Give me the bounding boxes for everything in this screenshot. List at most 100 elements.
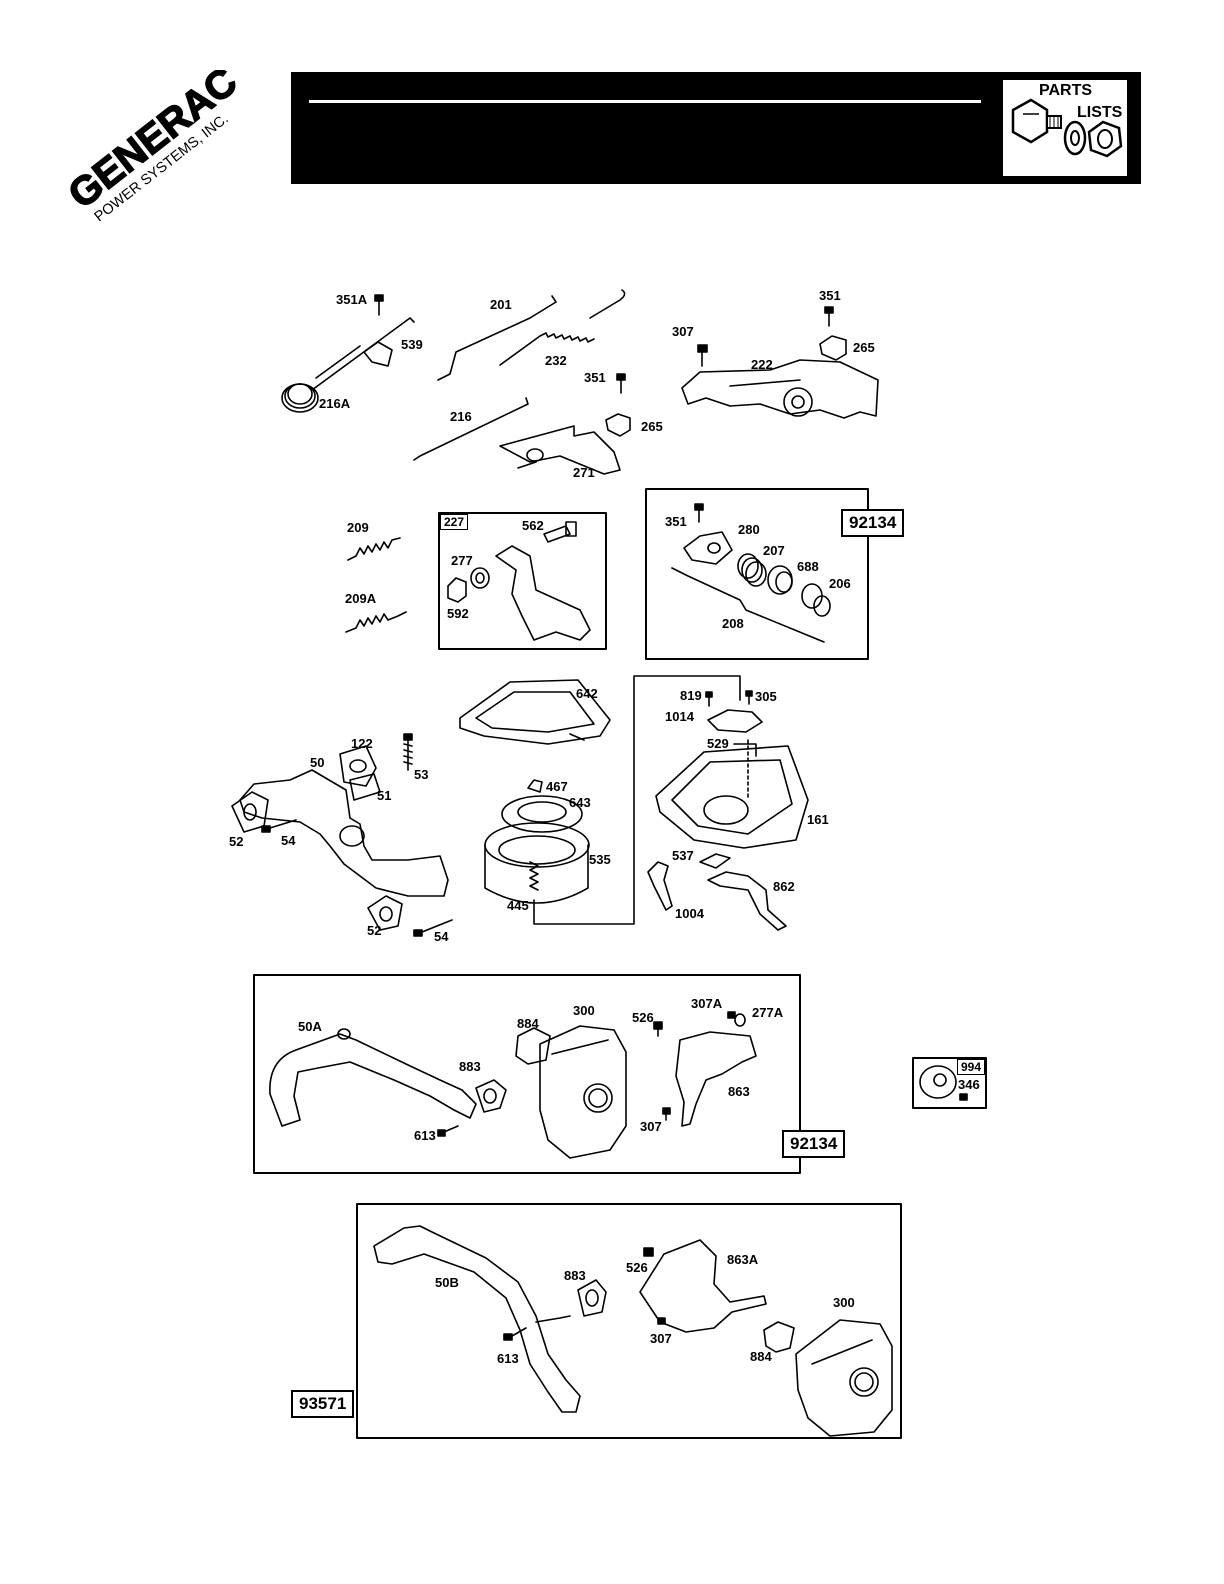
callout-307: 307 xyxy=(672,324,694,339)
group-93571-frame xyxy=(356,1203,902,1439)
callout-232: 232 xyxy=(545,353,567,368)
callout-93571-box: 93571 xyxy=(291,1390,355,1418)
callout-52: 52 xyxy=(367,923,382,938)
callout-52: 52 xyxy=(229,834,244,849)
part-526-screw-b xyxy=(643,1247,654,1257)
callout-122: 122 xyxy=(351,736,373,751)
part-208-rod xyxy=(671,567,825,643)
callout-208: 208 xyxy=(722,616,744,631)
part-467-nut xyxy=(527,779,543,793)
callout-592: 592 xyxy=(447,606,469,621)
part-539-clip xyxy=(363,341,393,367)
callout-688: 688 xyxy=(797,559,819,574)
callout-526: 526 xyxy=(632,1010,654,1025)
part-222-bracket xyxy=(681,359,879,419)
callout-613: 613 xyxy=(414,1128,436,1143)
part-54-bolt-a xyxy=(261,819,297,833)
part-201-rod xyxy=(437,295,557,381)
part-280-bracket xyxy=(683,531,733,565)
part-642-cover xyxy=(459,679,611,745)
part-884-clamp-a xyxy=(515,1027,551,1065)
part-863-bracket xyxy=(675,1031,757,1127)
part-161-base xyxy=(655,739,809,849)
generac-logo-graphic: GENERAC POWER SYSTEMS, INC. xyxy=(60,59,246,226)
part-613-bolt-b xyxy=(503,1327,527,1341)
callout-227-box: 227 xyxy=(440,514,469,530)
callout-862: 862 xyxy=(773,879,795,894)
part-862-bracket xyxy=(707,871,787,931)
part-305-screw xyxy=(745,690,753,705)
callout-1004: 1004 xyxy=(675,906,704,921)
part-643-plate xyxy=(501,795,583,833)
callout-53: 53 xyxy=(414,767,429,782)
part-883-gasket-a xyxy=(475,1079,507,1113)
part-277A-washer xyxy=(734,1013,746,1027)
part-351-screw-c xyxy=(694,503,704,523)
part-50B-pipe xyxy=(373,1225,581,1413)
callout-535: 535 xyxy=(589,852,611,867)
callout-351: 351 xyxy=(665,514,687,529)
callout-271: 271 xyxy=(573,465,595,480)
callout-883: 883 xyxy=(459,1059,481,1074)
part-300-muffler-b xyxy=(795,1319,893,1437)
callout-207: 207 xyxy=(763,543,785,558)
part-52-gasket-a xyxy=(231,791,269,833)
part-307-screw-a xyxy=(697,344,708,367)
part-562-bolt xyxy=(543,521,577,543)
callout-467: 467 xyxy=(546,779,568,794)
lists-icon-text: LISTS xyxy=(1077,104,1123,121)
part-884-clamp-b xyxy=(763,1321,795,1353)
part-50A-pipe xyxy=(269,1028,477,1127)
part-300-muffler-a xyxy=(539,1025,627,1159)
part-207-spring xyxy=(737,553,767,587)
group-994-frame xyxy=(912,1057,987,1109)
callout-539: 539 xyxy=(401,337,423,352)
callout-265: 265 xyxy=(853,340,875,355)
callout-346: 346 xyxy=(958,1077,980,1092)
part-277-washer xyxy=(470,567,490,589)
group-92134-frame-a xyxy=(645,488,869,660)
part-307-screw-b xyxy=(662,1107,671,1121)
callout-445: 445 xyxy=(507,898,529,913)
part-209A-spring xyxy=(345,611,407,633)
part-994-guard xyxy=(919,1065,957,1099)
callout-883: 883 xyxy=(564,1268,586,1283)
part-209-spring xyxy=(347,537,401,561)
group-227-frame xyxy=(438,512,607,650)
part-346-screw xyxy=(959,1093,968,1101)
part-54-bolt-b xyxy=(413,919,453,937)
callout-265: 265 xyxy=(641,419,663,434)
callout-643: 643 xyxy=(569,795,591,810)
part-52-gasket-b xyxy=(367,895,403,931)
callout-863A: 863A xyxy=(727,1252,759,1267)
callout-54: 54 xyxy=(281,833,296,848)
callout-884: 884 xyxy=(750,1349,772,1364)
header-bar: PARTS LISTS xyxy=(291,72,1141,184)
part-688-bushing xyxy=(767,565,793,595)
bolt-washer-nut-icon xyxy=(1011,98,1123,158)
part-529-link xyxy=(733,743,757,757)
part-307A-screw xyxy=(727,1011,736,1019)
part-232-spring xyxy=(499,289,626,366)
part-307-screw-c xyxy=(657,1317,666,1325)
callout-351: 351 xyxy=(584,370,606,385)
part-883-gasket-b xyxy=(577,1279,607,1317)
part-51-gasket xyxy=(349,773,381,801)
callout-300: 300 xyxy=(573,1003,595,1018)
callout-994-box: 994 xyxy=(957,1059,986,1075)
part-265-clip-a xyxy=(605,413,631,437)
callout-92134-box: 92134 xyxy=(782,1130,846,1158)
part-216A-spring-link xyxy=(281,317,415,413)
callout-222: 222 xyxy=(751,357,773,372)
part-216-rod xyxy=(413,397,529,461)
part-1014-plate xyxy=(707,709,763,733)
callout-526: 526 xyxy=(626,1260,648,1275)
callout-209A: 209A xyxy=(345,591,377,606)
group-92134-frame-b xyxy=(253,974,801,1174)
part-122-gasket xyxy=(339,745,377,787)
part-535-filter xyxy=(484,822,590,904)
callout-216: 216 xyxy=(450,409,472,424)
callout-50A: 50A xyxy=(298,1019,322,1034)
part-613-bolt-a xyxy=(437,1125,459,1137)
callout-201: 201 xyxy=(490,297,512,312)
